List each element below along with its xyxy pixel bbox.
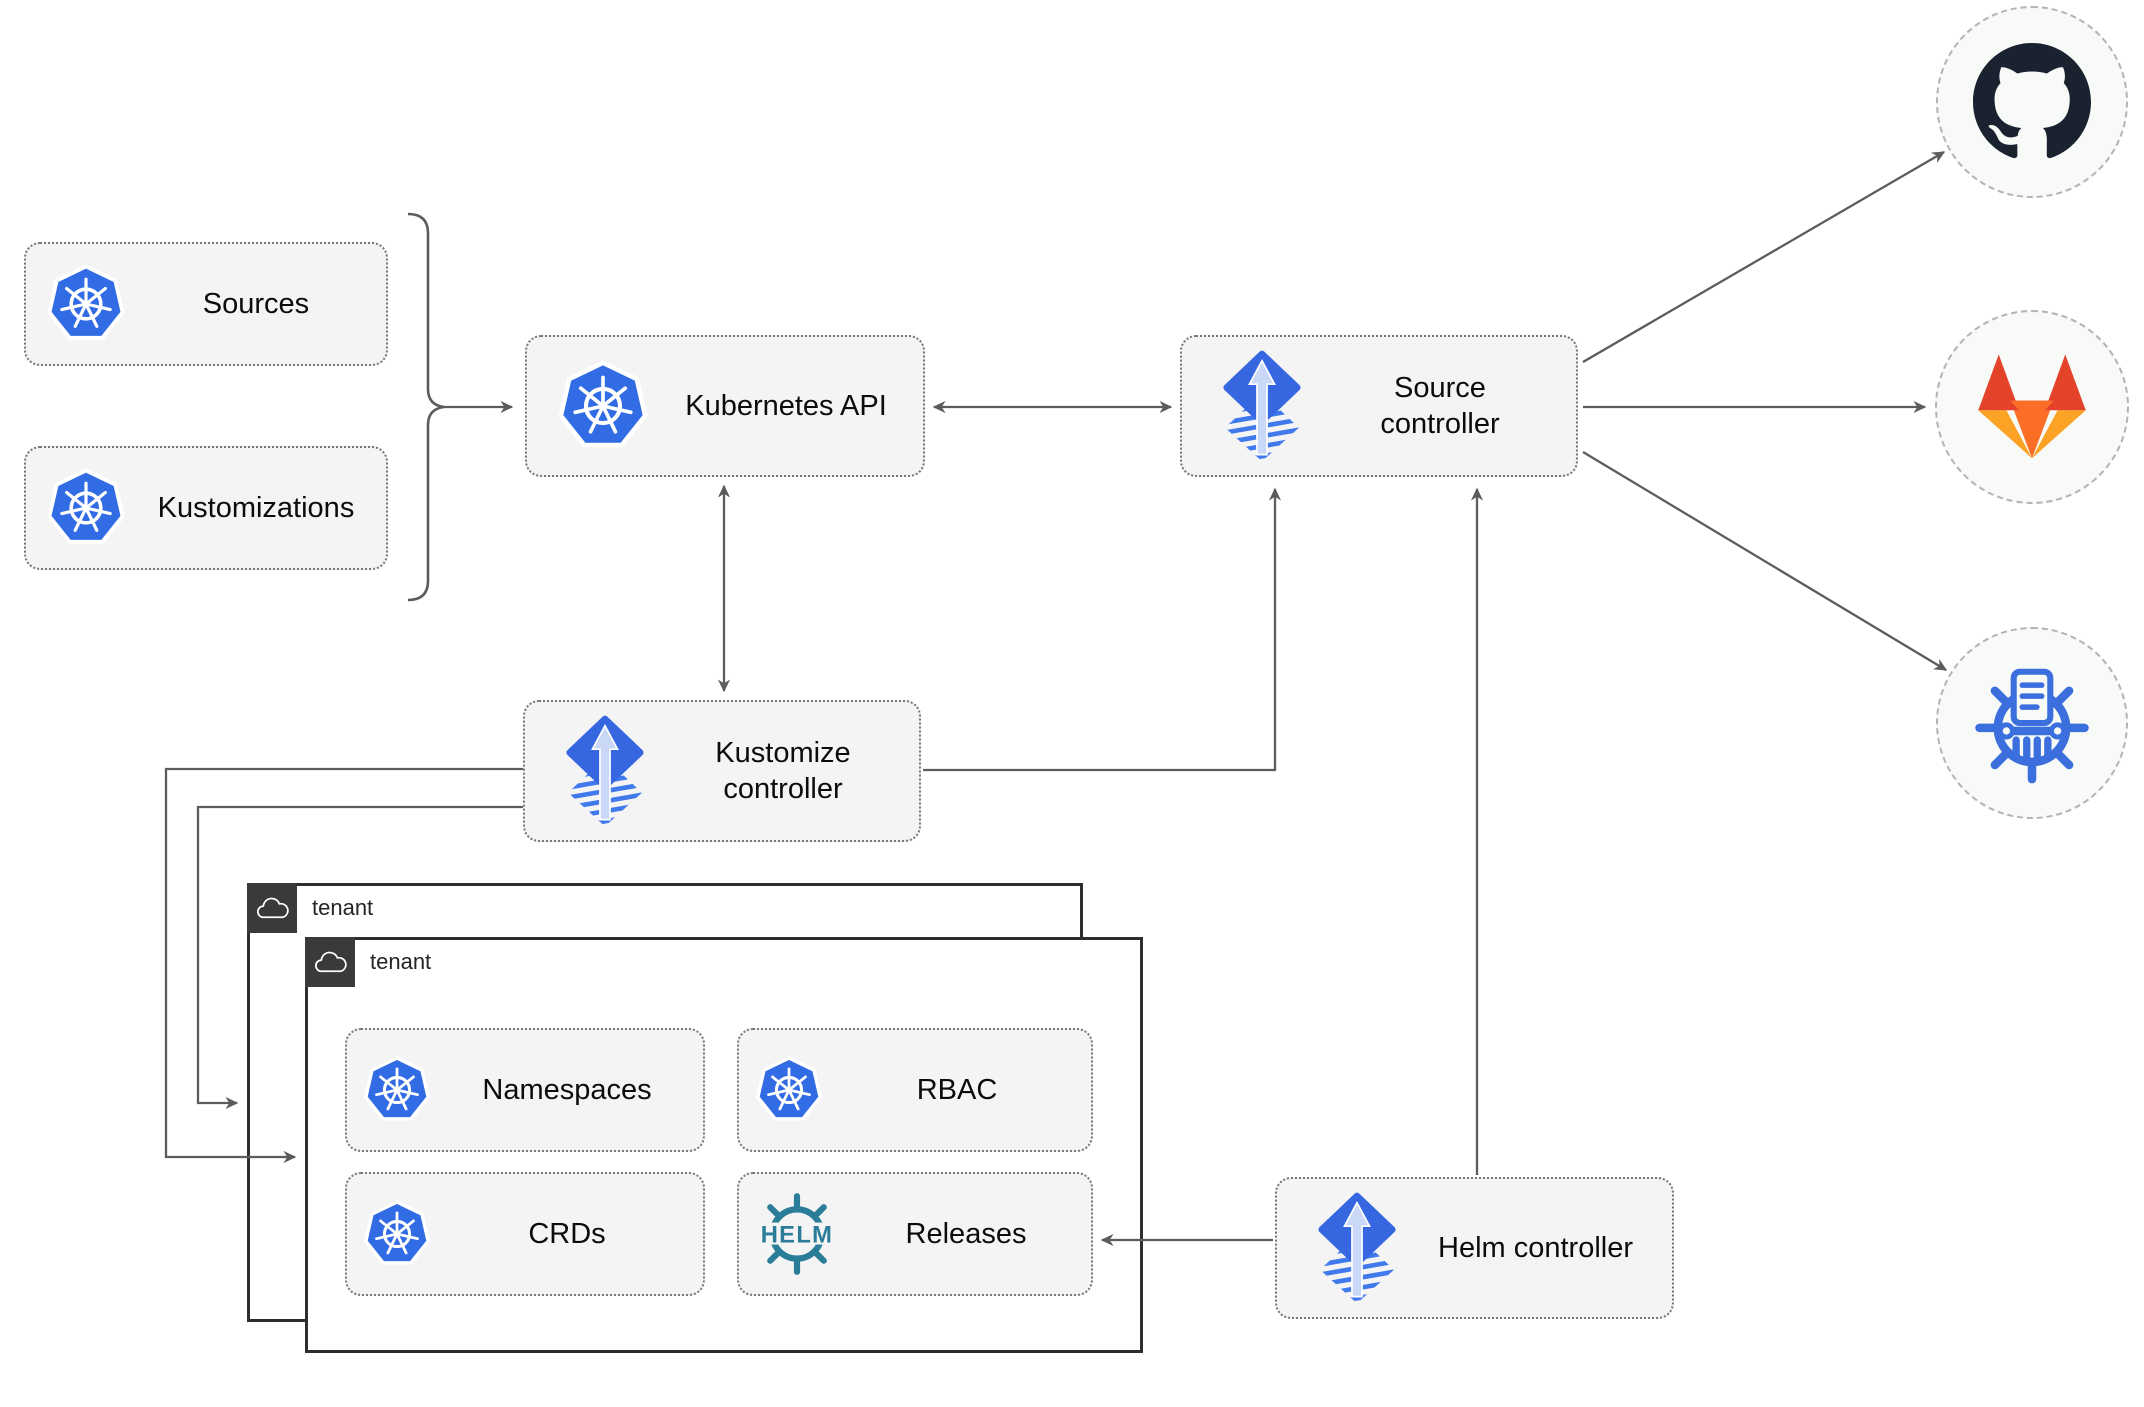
helm-icon: HELM	[753, 1190, 841, 1278]
kustomizations-label: Kustomizations	[157, 491, 355, 524]
github-endpoint	[1936, 6, 2128, 198]
flux-icon	[1220, 349, 1304, 463]
kubernetes-api-node: Kubernetes API	[525, 335, 925, 477]
helm-controller-label: Helm controller	[1438, 1231, 1633, 1264]
flux-icon	[563, 714, 647, 828]
cloud-icon	[254, 894, 291, 922]
tenant-back-label: tenant	[312, 895, 374, 920]
namespaces-label: Namespaces	[482, 1073, 652, 1106]
kubernetes-icon	[46, 468, 126, 548]
cloud-icon	[312, 948, 349, 976]
sources-node: Sources	[24, 242, 388, 366]
brace-sources-group	[407, 212, 445, 602]
crds-label: CRDs	[528, 1217, 606, 1250]
flux-icon	[1315, 1191, 1399, 1305]
tenant-front-label: tenant	[370, 949, 432, 974]
chartmuseum-endpoint	[1936, 627, 2128, 819]
crds-node: CRDs	[345, 1172, 705, 1296]
gitlab-endpoint	[1935, 310, 2129, 504]
kubernetes-icon	[363, 1200, 431, 1268]
tenant-back-header	[247, 883, 297, 933]
edge-source-to-chartmuseum	[1582, 451, 1948, 671]
helm-wordmark: HELM	[761, 1221, 834, 1248]
kustomize-controller-node: Kustomize controller	[523, 700, 921, 842]
edge-kustomize-to-source	[923, 487, 1282, 772]
sources-label: Sources	[202, 287, 310, 320]
kubernetes-icon	[46, 264, 126, 344]
edge-source-to-github	[1582, 151, 1946, 363]
releases-node: HELM Releases	[737, 1172, 1093, 1296]
rbac-node: RBAC	[737, 1028, 1093, 1152]
kustomizations-node: Kustomizations	[24, 446, 388, 570]
kubernetes-icon	[363, 1056, 431, 1124]
chartmuseum-icon	[1971, 662, 2093, 784]
namespaces-node: Namespaces	[345, 1028, 705, 1152]
kubernetes-icon	[755, 1056, 823, 1124]
kubernetes-icon	[557, 360, 649, 452]
releases-label: Releases	[905, 1217, 1027, 1250]
rbac-label: RBAC	[916, 1073, 998, 1106]
helm-controller-node: Helm controller	[1275, 1177, 1674, 1319]
github-octocat-icon	[1973, 43, 2091, 161]
kubernetes-api-label: Kubernetes API	[685, 389, 887, 422]
tenant-front-header	[305, 937, 355, 987]
gitlab-tanuki-icon	[1968, 349, 2096, 465]
source-controller-label: Source controller	[1380, 371, 1500, 440]
source-controller-node: Source controller	[1180, 335, 1578, 477]
kustomize-controller-label: Kustomize controller	[715, 736, 851, 805]
